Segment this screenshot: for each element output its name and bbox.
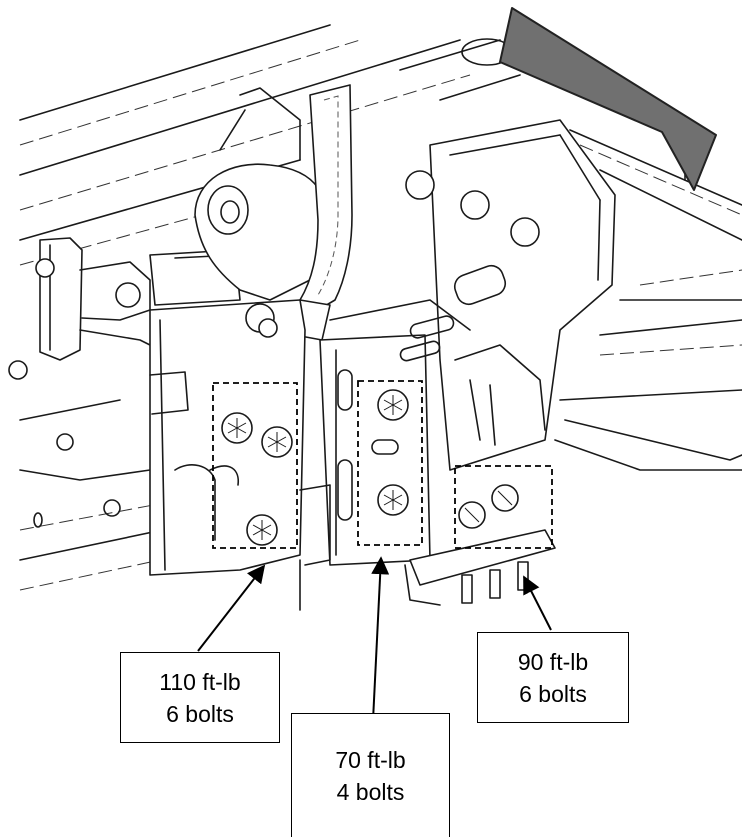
leader-arrow-110 <box>197 564 266 652</box>
right-angle-bracket <box>329 119 616 471</box>
bolt-group-110 <box>221 412 293 546</box>
bolt-region-70 <box>357 380 423 546</box>
coupler-ball <box>194 87 327 301</box>
forward-arrow <box>499 7 717 191</box>
callout-90-count: 6 bolts <box>519 680 587 707</box>
callout-70-torque: 70 ft-lb <box>335 746 406 773</box>
center-mount-plate <box>299 334 431 566</box>
bolt-region-110 <box>212 382 298 549</box>
callout-90: 90 ft-lb 6 bolts <box>477 632 629 723</box>
callout-70-count: 4 bolts <box>336 778 405 805</box>
callout-110-count: 6 bolts <box>166 700 234 727</box>
callout-110: 110 ft-lb 6 bolts <box>120 652 280 743</box>
left-linkage <box>8 237 241 380</box>
callout-110-torque: 110 ft-lb <box>159 668 241 695</box>
frame-rails <box>19 24 742 591</box>
callout-70: 70 ft-lb 4 bolts <box>291 713 450 837</box>
bolt-group-70 <box>377 389 409 516</box>
base-plate <box>299 529 556 611</box>
leader-arrow-90 <box>523 575 552 631</box>
bolt-group-90 <box>458 484 519 529</box>
callout-90-torque: 90 ft-lb <box>517 648 589 675</box>
